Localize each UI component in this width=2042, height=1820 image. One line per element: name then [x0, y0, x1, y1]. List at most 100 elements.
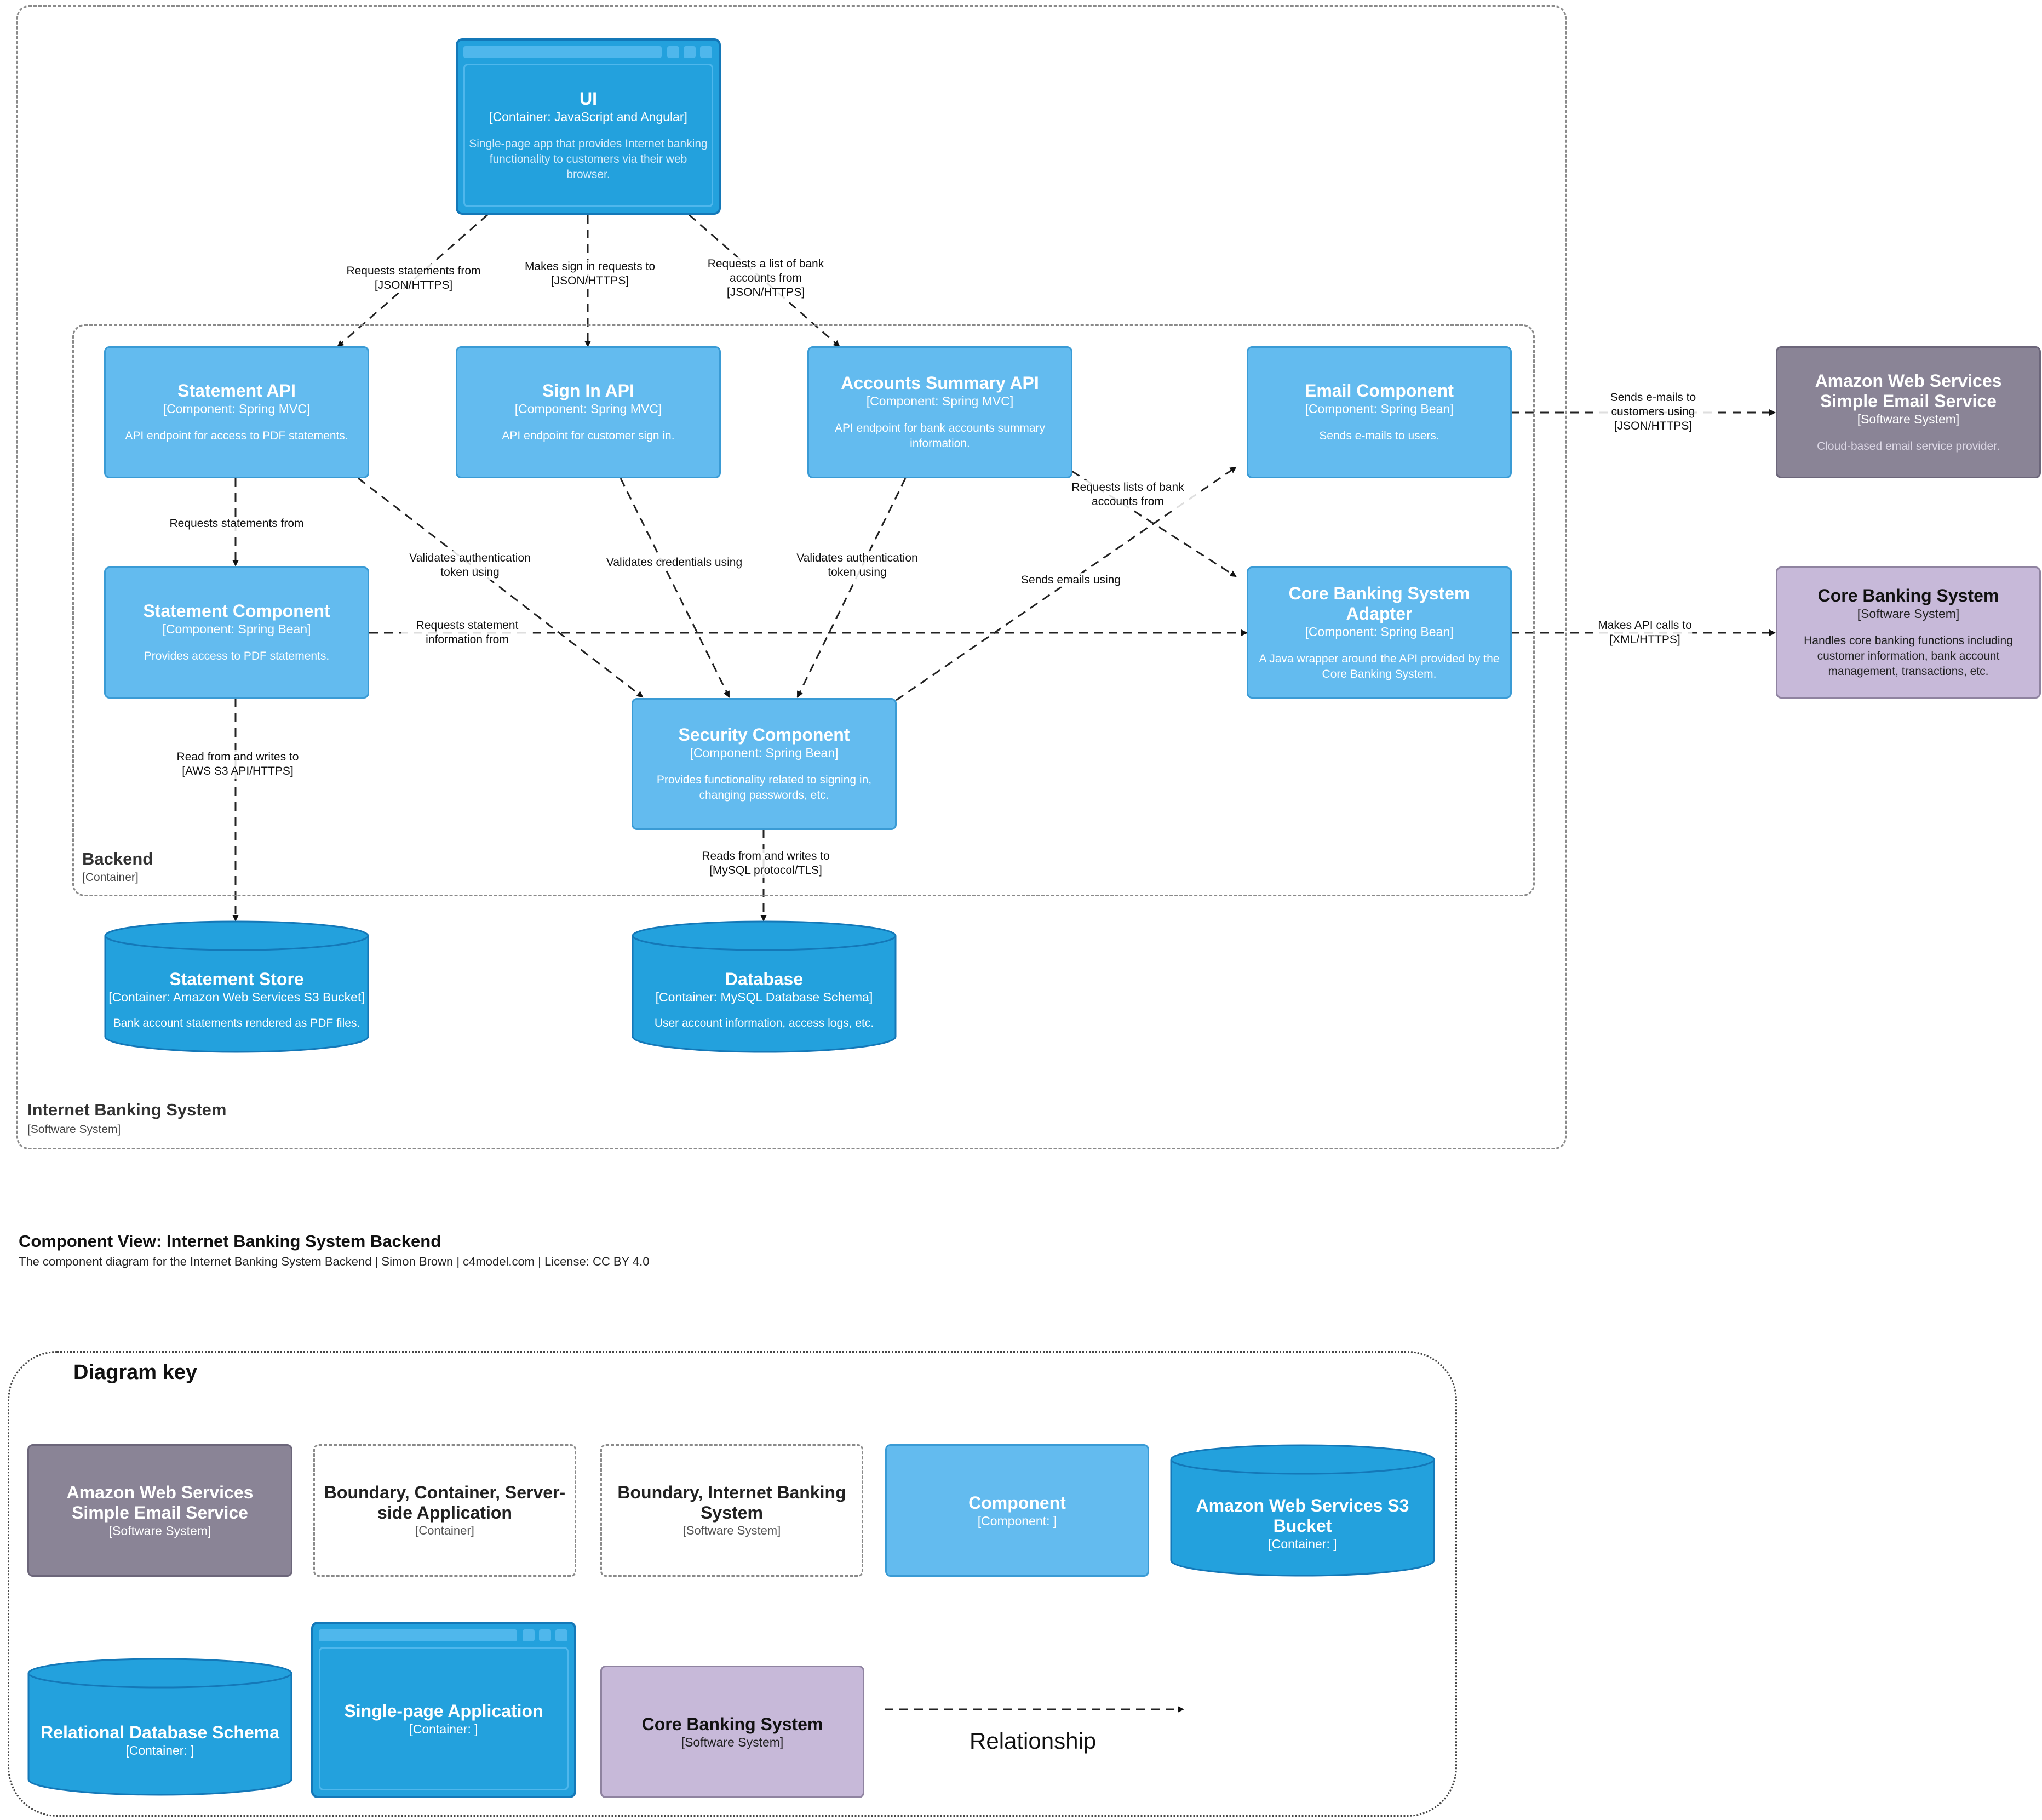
statement-store-container[interactable]: Statement Store [Container: Amazon Web S… — [104, 920, 369, 1053]
edge-label: Validates authentication token using — [399, 551, 541, 580]
window-button — [667, 46, 679, 58]
node-type: [Component: Spring Bean] — [162, 622, 311, 636]
edge-label: Requests statements from — [169, 517, 304, 531]
cylinder-shape — [104, 920, 369, 1053]
key-item-title: Single-page Application — [344, 1701, 543, 1721]
edge-label: Makes API calls to[XML/HTTPS] — [1598, 619, 1692, 647]
node-type: [Container: JavaScript and Angular] — [489, 109, 687, 124]
cylinder-shape — [1170, 1444, 1435, 1577]
backend-boundary — [72, 324, 1535, 896]
key-item-type: [Software System] — [681, 1735, 784, 1749]
edge-label: Validates authentication token using — [786, 551, 928, 580]
key-single-page-app: Single-page Application [Container: ] — [311, 1622, 576, 1798]
cylinder-shape — [632, 920, 897, 1053]
key-s3-bucket: Amazon Web Services S3 Bucket [Container… — [1170, 1444, 1435, 1577]
key-item-type: [Software System] — [682, 1524, 781, 1537]
system-boundary-type: [Software System] — [27, 1123, 121, 1136]
window-button — [555, 1629, 567, 1641]
key-item-title: Relational Database Schema — [41, 1722, 279, 1742]
node-title: Statement Component — [143, 601, 330, 621]
aws-ses-system[interactable]: Amazon Web Services Simple Email Service… — [1776, 346, 2041, 478]
node-type: [Container: Amazon Web Services S3 Bucke… — [108, 989, 365, 1004]
node-description: Sends e-mails to users. — [1319, 430, 1439, 442]
node-type: [Component: Spring MVC] — [163, 402, 311, 416]
key-core-banking-system: Core Banking System [Software System] — [600, 1666, 864, 1798]
key-item-title: Component — [968, 1492, 1066, 1513]
ui-container[interactable]: UI [Container: JavaScript and Angular] S… — [456, 38, 721, 215]
window-button — [684, 46, 696, 58]
ui-content: UI [Container: JavaScript and Angular] S… — [463, 64, 713, 207]
edge-label: Requests a list of bank accounts from[JS… — [700, 257, 831, 300]
diagram-title: Component View: Internet Banking System … — [19, 1232, 441, 1251]
key-item-title: Boundary, Internet Banking System — [617, 1483, 846, 1523]
edge-label: Validates credentials using — [606, 556, 743, 570]
diagram-key-title: Diagram key — [73, 1361, 198, 1384]
node-description: Single-page app that provides Internet b… — [469, 137, 708, 181]
window-button — [523, 1629, 535, 1641]
key-item-type: [Container: ] — [125, 1743, 194, 1758]
system-boundary-title: Internet Banking System — [27, 1100, 227, 1119]
edge-label: Requests lists of bank accounts from — [1059, 480, 1196, 509]
node-description: A Java wrapper around the API provided b… — [1259, 652, 1500, 680]
core-banking-system[interactable]: Core Banking System [Software System] Ha… — [1776, 566, 2041, 699]
accounts-summary-api-component[interactable]: Accounts Summary API [Component: Spring … — [807, 346, 1072, 478]
node-description: Handles core banking functions including… — [1804, 634, 2013, 678]
edge-label: Read from and writes to[AWS S3 API/HTTPS… — [176, 750, 299, 779]
statement-component[interactable]: Statement Component [Component: Spring B… — [104, 566, 369, 699]
node-title: Security Component — [678, 725, 850, 745]
core-banking-system-adapter-component[interactable]: Core Banking System Adapter [Component: … — [1247, 566, 1512, 699]
edge-label: Requests statements from[JSON/HTTPS] — [346, 264, 481, 293]
window-title-bar — [463, 46, 662, 58]
key-item-type: [Container: ] — [1268, 1537, 1337, 1551]
edge-label: Requests statement information from — [401, 619, 533, 647]
database-container[interactable]: Database [Container: MySQL Database Sche… — [632, 920, 897, 1053]
node-description: Cloud-based email service provider. — [1817, 439, 2000, 453]
key-component: Component [Component: ] — [885, 1444, 1149, 1577]
email-component[interactable]: Email Component [Component: Spring Bean]… — [1247, 346, 1512, 478]
window-title-bar — [319, 1629, 517, 1641]
edge-label: Reads from and writes to[MySQL protocol/… — [702, 849, 830, 878]
node-title: UI — [580, 88, 597, 108]
key-item-title: Boundary, Container, Server-side Applica… — [324, 1483, 566, 1523]
node-type: [Container: MySQL Database Schema] — [655, 989, 873, 1004]
node-description: API endpoint for bank accounts summary i… — [834, 422, 1046, 450]
key-app-content: Single-page Application [Container: ] — [319, 1647, 569, 1790]
node-type: [Component: Spring Bean] — [1305, 624, 1454, 639]
signin-api-component[interactable]: Sign In API [Component: Spring MVC] API … — [456, 346, 721, 478]
statement-api-component[interactable]: Statement API [Component: Spring MVC] AP… — [104, 346, 369, 478]
key-item-type: [Container] — [415, 1524, 474, 1537]
key-boundary-container: Boundary, Container, Server-side Applica… — [313, 1444, 576, 1577]
key-relationship-label: Relationship — [970, 1728, 1097, 1754]
node-type: [Software System] — [1857, 606, 1960, 621]
backend-boundary-type: [Container] — [82, 871, 139, 884]
cylinder-shape — [27, 1658, 292, 1796]
node-description: Provides functionality related to signin… — [656, 774, 872, 802]
node-title: Amazon Web Services Simple Email Service — [1815, 370, 2002, 411]
node-title: Statement Store — [169, 969, 304, 989]
node-type: [Component: Spring MVC] — [514, 402, 662, 416]
key-relational-db: Relational Database Schema [Container: ] — [27, 1658, 292, 1796]
security-component[interactable]: Security Component [Component: Spring Be… — [632, 698, 897, 830]
node-type: [Component: Spring Bean] — [1305, 402, 1454, 416]
node-type: [Component: Spring Bean] — [690, 746, 839, 760]
key-aws-ses: Amazon Web Services Simple Email Service… — [27, 1444, 292, 1577]
key-item-title: Amazon Web Services Simple Email Service — [66, 1483, 254, 1523]
node-description: Bank account statements rendered as PDF … — [113, 1016, 360, 1029]
node-description: API endpoint for customer sign in. — [502, 430, 675, 442]
key-item-type: [Container: ] — [409, 1721, 478, 1736]
node-title: Statement API — [177, 381, 296, 400]
node-description: Provides access to PDF statements. — [144, 650, 330, 662]
node-title: Sign In API — [542, 381, 634, 400]
key-boundary-system: Boundary, Internet Banking System [Softw… — [600, 1444, 863, 1577]
node-title: Core Banking System — [1817, 586, 1999, 605]
node-type: [Component: Spring MVC] — [866, 394, 1014, 408]
node-title: Core Banking System Adapter — [1288, 583, 1470, 623]
node-type: [Software System] — [1857, 411, 1960, 426]
diagram-key-frame — [8, 1351, 1457, 1817]
node-description: User account information, access logs, e… — [654, 1016, 874, 1029]
edge-label: Makes sign in requests to[JSON/HTTPS] — [524, 260, 656, 288]
edge-label: Sends emails using — [1020, 573, 1121, 587]
window-button — [700, 46, 712, 58]
node-title: Email Component — [1304, 381, 1454, 400]
node-title: Accounts Summary API — [841, 373, 1039, 393]
